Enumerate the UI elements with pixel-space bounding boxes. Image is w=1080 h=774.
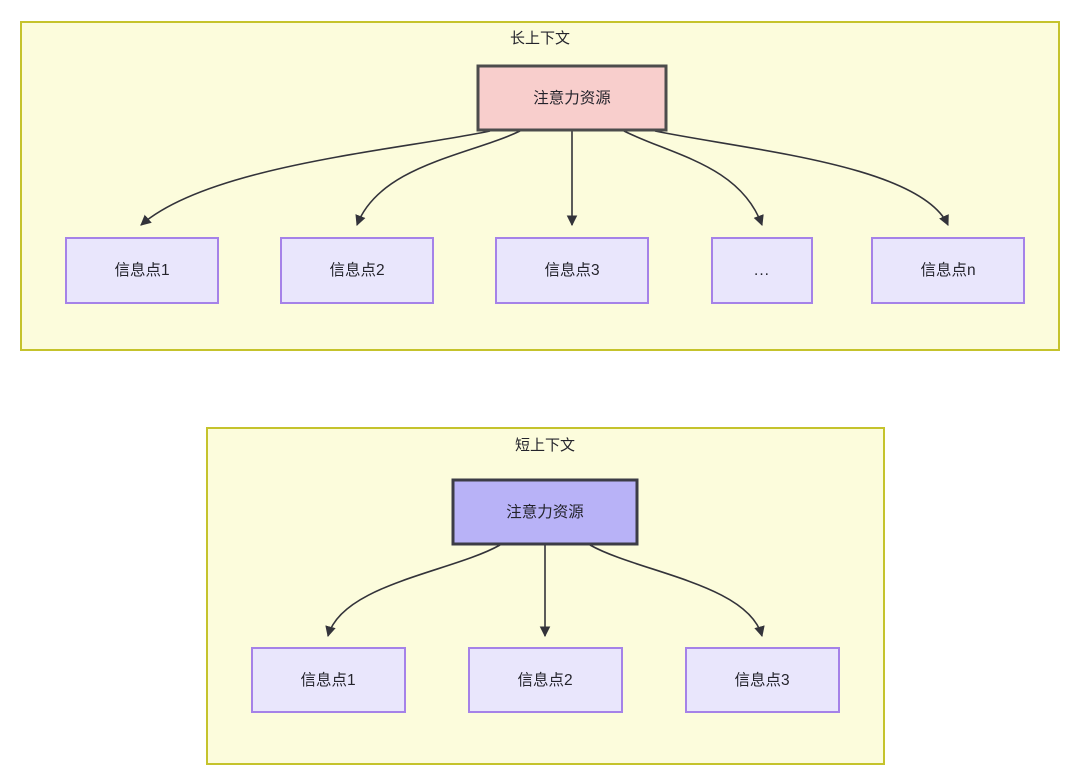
edge-to-info-point-1 <box>325 544 501 638</box>
group-short-context: 短上下文 注意力资源 信息点1 信息点2 <box>206 427 885 765</box>
node-info-point-2-box[interactable] <box>468 647 623 713</box>
edge-to-info-point-n <box>654 130 949 226</box>
short-context-edges <box>325 544 765 638</box>
group-long-context: 长上下文 注意力资源 信息点1 信息点2 <box>20 21 1060 351</box>
node-info-point-2[interactable]: 信息点2 <box>468 647 623 713</box>
node-info-point-3-label: 信息点3 <box>734 671 789 689</box>
node-attention-short[interactable]: 注意力资源 <box>451 478 639 546</box>
node-info-point-1[interactable]: 信息点1 <box>65 237 219 304</box>
edge-to-info-point-ellipsis <box>623 130 764 227</box>
node-info-point-2-label: 信息点2 <box>329 261 384 279</box>
short-context-title: 短上下文 <box>515 437 575 454</box>
node-info-point-n[interactable]: 信息点n <box>871 237 1025 304</box>
node-info-point-n-box[interactable] <box>871 237 1025 304</box>
node-info-point-ellipsis[interactable]: ... <box>711 237 813 304</box>
node-info-point-1-box[interactable] <box>65 237 219 304</box>
node-info-point-1-label: 信息点1 <box>300 671 355 689</box>
edge-to-info-point-3 <box>589 544 765 638</box>
node-info-point-1[interactable]: 信息点1 <box>251 647 406 713</box>
node-info-point-2[interactable]: 信息点2 <box>280 237 434 304</box>
node-info-point-3[interactable]: 信息点3 <box>685 647 840 713</box>
node-info-point-n-label: 信息点n <box>920 261 975 279</box>
node-attention-long-label: 注意力资源 <box>533 88 611 107</box>
node-attention-short-label: 注意力资源 <box>506 502 584 521</box>
node-info-point-3-box[interactable] <box>685 647 840 713</box>
long-context-edges <box>140 130 949 227</box>
node-attention-long-box[interactable] <box>476 64 668 132</box>
edge-to-info-point-1 <box>140 130 491 226</box>
node-info-point-1-box[interactable] <box>251 647 406 713</box>
node-info-point-2-box[interactable] <box>280 237 434 304</box>
node-info-point-2-label: 信息点2 <box>517 671 572 689</box>
node-info-point-1-label: 信息点1 <box>114 261 169 279</box>
edge-to-info-point-2 <box>355 130 521 226</box>
long-context-title: 长上下文 <box>510 30 570 47</box>
node-info-point-ellipsis-box[interactable] <box>711 237 813 304</box>
node-attention-long[interactable]: 注意力资源 <box>476 64 668 132</box>
node-info-point-3-label: 信息点3 <box>544 261 599 279</box>
node-info-point-3-box[interactable] <box>495 237 649 304</box>
node-attention-short-box[interactable] <box>451 478 639 546</box>
node-info-point-ellipsis-label: ... <box>754 262 770 279</box>
node-info-point-3[interactable]: 信息点3 <box>495 237 649 304</box>
